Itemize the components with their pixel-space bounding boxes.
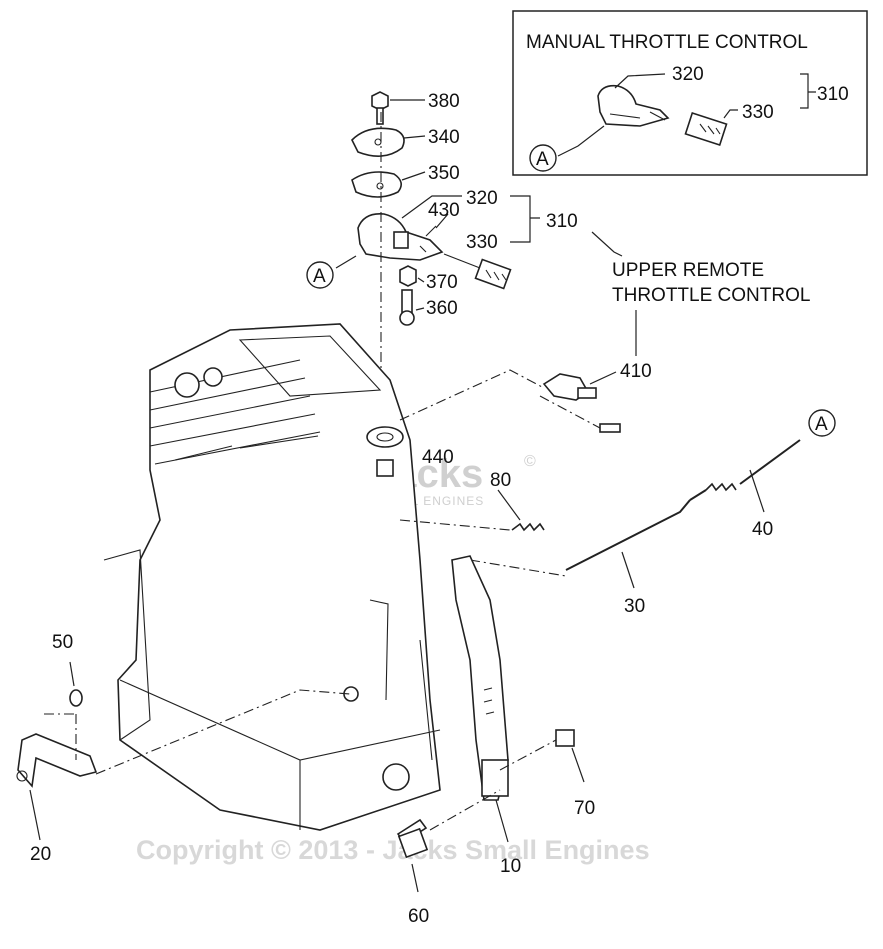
engine-outline (117, 323, 441, 831)
part-440 (376, 459, 394, 477)
callout-80: 80 (490, 470, 511, 491)
callout-320: 320 (466, 188, 498, 209)
callout-410: 410 (620, 361, 652, 382)
callout-340: 340 (428, 127, 460, 148)
lever-10-group (396, 555, 585, 893)
callout-370: 370 (426, 272, 458, 293)
link-20 (17, 733, 98, 788)
upper-remote-line1: UPPER REMOTE (612, 260, 764, 281)
linkage: A (399, 409, 836, 589)
callout-350: 350 (428, 163, 460, 184)
callout-40: 40 (752, 519, 773, 540)
upper-throttle-assembly: A (306, 91, 623, 430)
callout-380: 380 (428, 91, 460, 112)
callout-360: 360 (426, 298, 458, 319)
manual-label-310: 310 (817, 84, 849, 105)
manual-ref-a: A (536, 149, 549, 170)
manual-label-330: 330 (742, 102, 774, 123)
watermark-registered: © (524, 453, 537, 470)
manual-throttle-knob (684, 111, 728, 147)
callout-430: 430 (428, 200, 460, 221)
callout-10: 10 (500, 856, 521, 877)
manual-label-320: 320 (672, 64, 704, 85)
nut-370 (399, 265, 417, 287)
callout-30: 30 (624, 596, 645, 617)
lever-10 (451, 555, 509, 801)
drain-plug (382, 763, 410, 791)
plate-350 (351, 171, 402, 198)
plate-340 (351, 127, 405, 157)
ref-a-main: A (313, 266, 326, 287)
ref-a-spring: A (815, 414, 828, 435)
rod-30 (565, 489, 707, 571)
watermark-copyright: Copyright © 2013 - Jacks Small Engines (136, 835, 650, 865)
bolt-410 (599, 423, 621, 433)
bolt-380 (371, 91, 389, 111)
callout-330: 330 (466, 232, 498, 253)
bracket-410-group (399, 310, 637, 433)
callout-60: 60 (408, 906, 429, 927)
manual-throttle-title: MANUAL THROTTLE CONTROL (526, 32, 808, 53)
governor-washer (366, 426, 404, 448)
cap-left (174, 372, 200, 398)
manual-throttle-bracket (597, 84, 670, 127)
clip-70 (555, 729, 575, 747)
callout-310: 310 (546, 211, 578, 232)
callout-70: 70 (574, 798, 595, 819)
manual-throttle-box: MANUAL THROTTLE CONTROL A 320 310 330 (512, 10, 868, 176)
link-20-group (16, 661, 351, 841)
spring-40 (705, 482, 737, 492)
callout-20: 20 (30, 844, 51, 865)
clip-50 (69, 689, 83, 707)
knob-330 (474, 258, 512, 290)
upper-remote-line2: THROTTLE CONTROL (612, 285, 810, 306)
callout-440: 440 (422, 447, 454, 468)
engine-block (103, 323, 441, 831)
spring-80 (511, 522, 545, 532)
callout-50: 50 (52, 632, 73, 653)
